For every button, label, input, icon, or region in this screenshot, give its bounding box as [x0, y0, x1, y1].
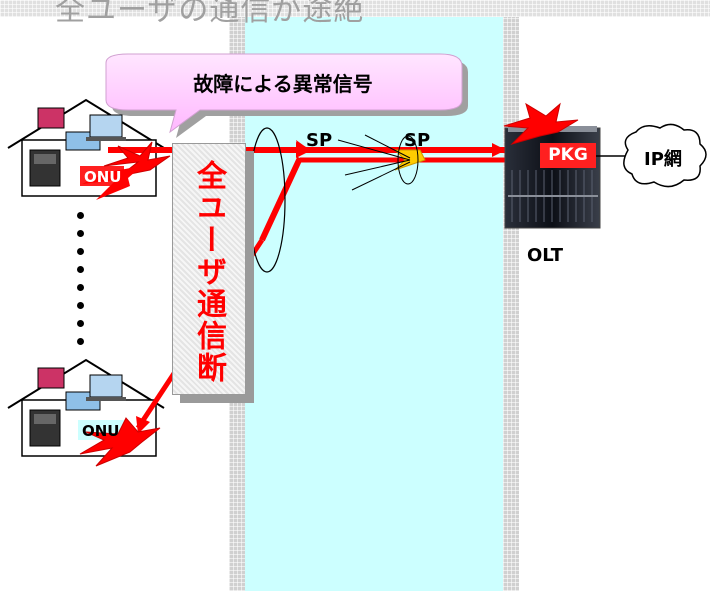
onu-top-label: ONU — [84, 168, 122, 186]
dot — [77, 302, 84, 309]
dot — [77, 212, 84, 219]
splitter-ellipse-1 — [248, 127, 286, 273]
dot — [77, 230, 84, 237]
onu-bottom-label: ONU — [82, 422, 120, 440]
dot — [77, 338, 84, 345]
notice-vertical-text: 全ユーザ通信断 — [191, 160, 226, 384]
top-grid-strip — [0, 0, 710, 17]
notice-box — [172, 143, 246, 395]
ip-cloud — [623, 123, 707, 188]
alarm-burst-onu-bottom — [79, 417, 161, 467]
callout-text: 故障による異常信号 — [193, 72, 373, 96]
dot — [77, 320, 84, 327]
callout-bubble — [105, 53, 468, 138]
fiber-lines — [108, 142, 506, 434]
splitter-1-label: SP — [306, 130, 333, 151]
olt-label: OLT — [527, 245, 564, 266]
ip-network-label: IP網 — [644, 149, 682, 170]
splitter-2-symbol — [337, 134, 426, 191]
dot — [77, 266, 84, 273]
ellipsis-dots — [74, 212, 88, 356]
dot — [77, 248, 84, 255]
alarm-burst-onu-top — [82, 141, 171, 200]
page-title: 全ユーザの通信が途絶 — [55, 0, 365, 28]
splitter-2-label: SP — [404, 130, 431, 151]
pkg-label: PKG — [540, 143, 596, 168]
alarm-spark-sp1 — [296, 140, 310, 155]
dot — [77, 284, 84, 291]
